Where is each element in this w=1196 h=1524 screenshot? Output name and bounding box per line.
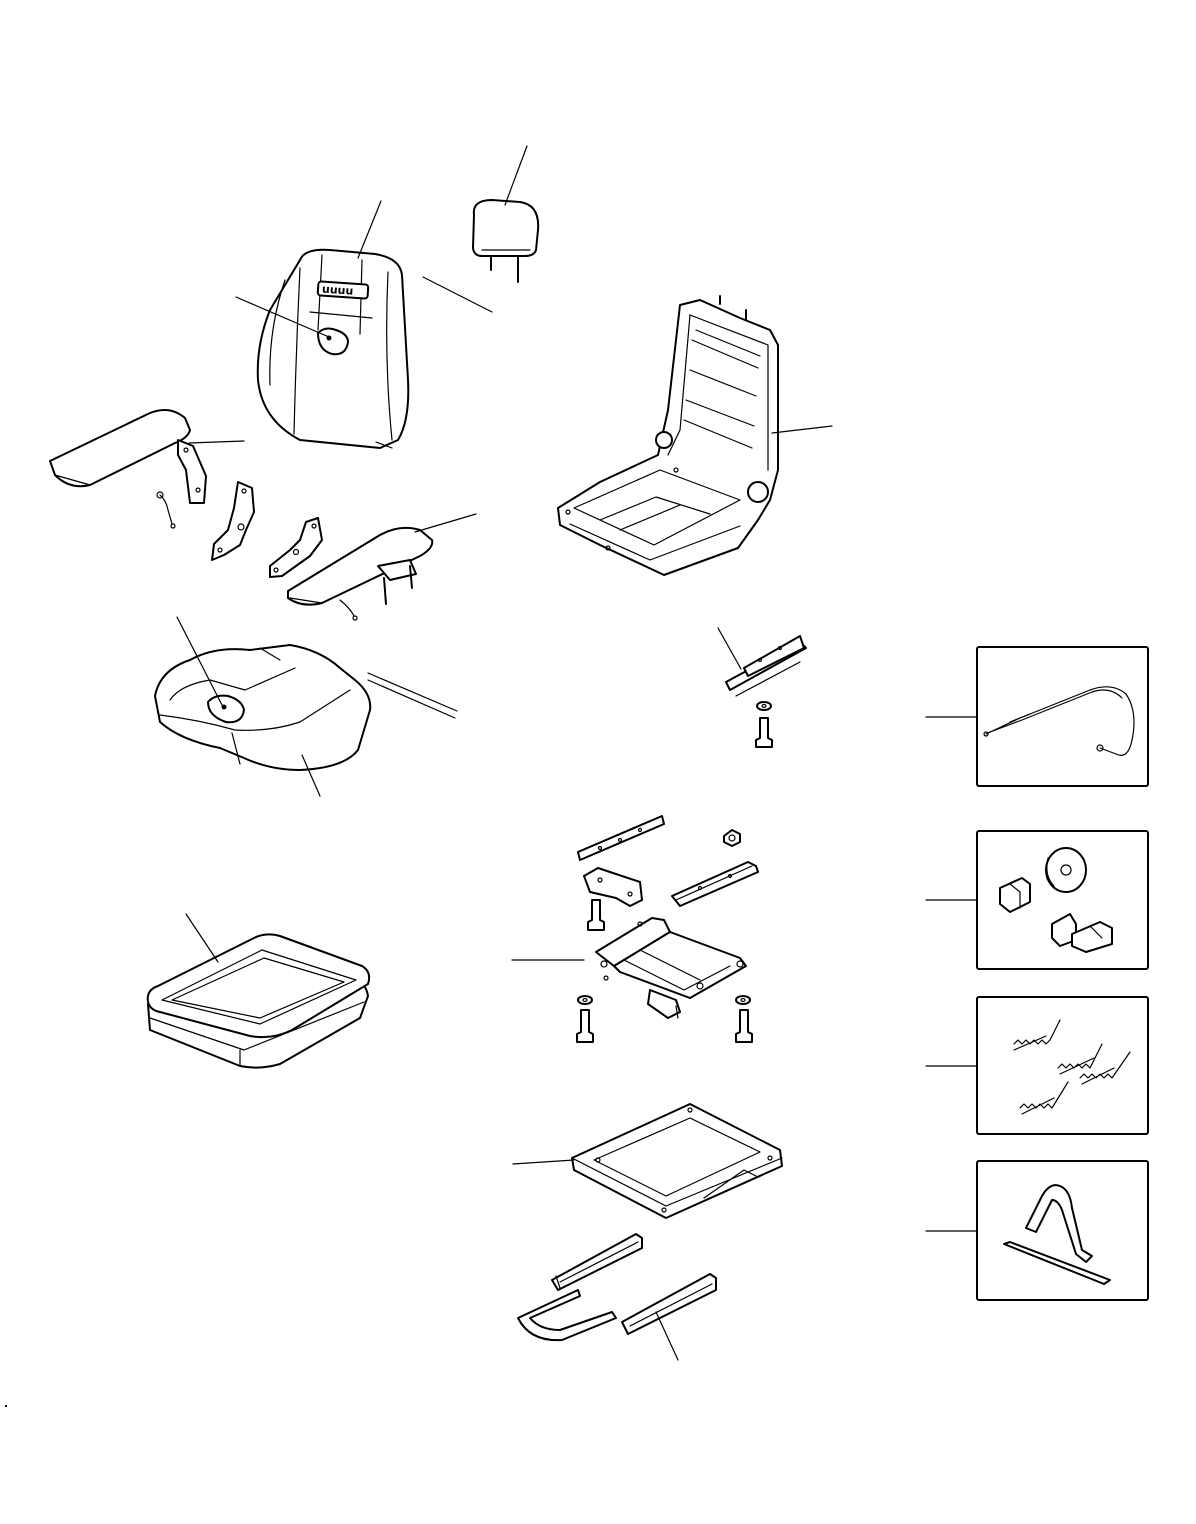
washer-right bbox=[735, 995, 751, 1005]
bushing-set bbox=[999, 847, 1113, 953]
release-cable bbox=[983, 686, 1135, 756]
spring-set bbox=[1013, 1019, 1131, 1115]
leader-line bbox=[301, 754, 321, 797]
leader-line bbox=[185, 913, 219, 963]
backrest-logo-text: uuuu bbox=[322, 283, 354, 298]
armrest-right bbox=[287, 526, 434, 621]
suspension-frame bbox=[595, 917, 747, 1019]
detail-box-cable bbox=[976, 646, 1149, 787]
leader-line bbox=[414, 513, 477, 533]
armrest-bracket-left bbox=[211, 481, 255, 561]
backrest-cushion: uuuu bbox=[256, 248, 410, 449]
leader-line bbox=[235, 296, 330, 338]
seat-frame bbox=[557, 295, 779, 576]
headrest bbox=[472, 199, 540, 283]
leader-line bbox=[717, 627, 742, 670]
cushion-axis-line bbox=[367, 672, 458, 712]
base-frame bbox=[571, 1103, 783, 1219]
leader-line bbox=[504, 145, 528, 206]
leader-line bbox=[512, 1159, 575, 1165]
cushion-axis-line bbox=[367, 679, 456, 719]
mount-plate-right bbox=[671, 861, 759, 907]
seat-cushion bbox=[154, 644, 372, 771]
bolt bbox=[587, 899, 605, 931]
bolt-right bbox=[735, 1009, 753, 1043]
armrest-left bbox=[49, 408, 207, 529]
slide-rail-upper bbox=[551, 1233, 643, 1291]
headrest-axis-line bbox=[422, 276, 493, 313]
scan-dot bbox=[5, 1405, 7, 1407]
mount-plate-left bbox=[583, 867, 643, 907]
leader-line bbox=[176, 616, 223, 706]
slide-bracket bbox=[725, 635, 807, 697]
leader-line bbox=[655, 1311, 679, 1361]
leader-line bbox=[188, 440, 245, 444]
armrest-bracket-right bbox=[269, 517, 323, 578]
nut bbox=[723, 829, 741, 847]
bolt-left bbox=[576, 1009, 594, 1043]
washer-and-bolt bbox=[755, 701, 773, 748]
detail-box-strap bbox=[976, 1160, 1149, 1301]
washer-left bbox=[577, 995, 593, 1005]
seat-tray bbox=[146, 933, 371, 1069]
strap-and-plate bbox=[1003, 1184, 1111, 1285]
slide-rail-lower bbox=[621, 1273, 717, 1335]
leader-line bbox=[357, 200, 382, 259]
rail-plate-top bbox=[577, 815, 665, 861]
leader-line bbox=[771, 425, 833, 434]
rail-cover bbox=[517, 1289, 617, 1342]
detail-box-springs bbox=[976, 996, 1149, 1135]
